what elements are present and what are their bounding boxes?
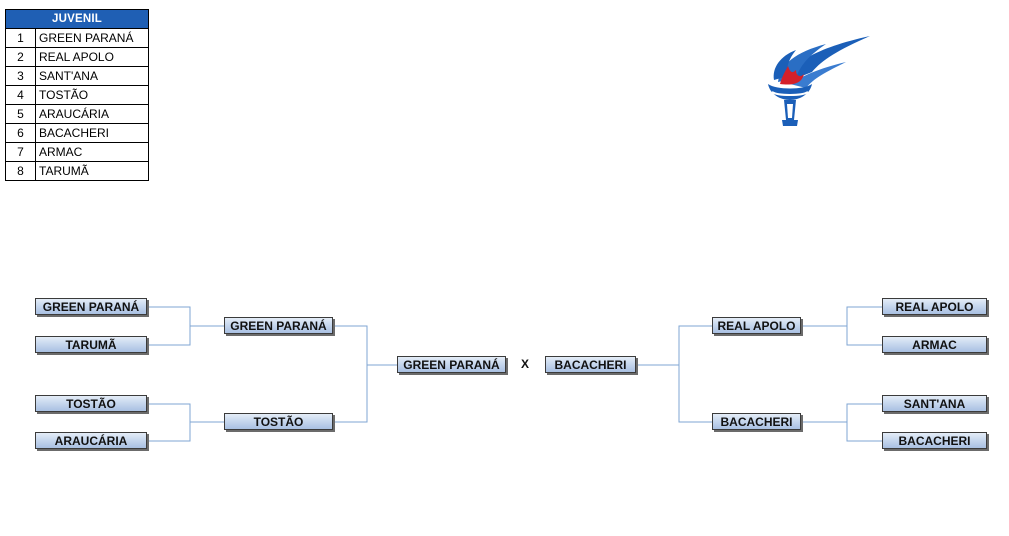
- ranking-team: ARAUCÁRIA: [35, 104, 149, 124]
- right-round2-team-2: BACACHERI: [712, 413, 801, 430]
- left-round2-team-1: GREEN PARANÁ: [224, 317, 333, 334]
- right-round1-team-2: ARMAC: [882, 336, 987, 353]
- right-round2-team-1: REAL APOLO: [712, 317, 801, 334]
- right-round1-team-3: SANT'ANA: [882, 395, 987, 412]
- torch-flame-icon: [768, 36, 870, 126]
- left-round1-team-4: ARAUCÁRIA: [35, 432, 147, 449]
- left-round1-team-2: TARUMÃ: [35, 336, 147, 353]
- ranking-team: TARUMÃ: [35, 161, 149, 181]
- left-round2-team-2: TOSTÃO: [224, 413, 333, 430]
- left-round1-team-1: GREEN PARANÁ: [35, 298, 147, 315]
- versus-label: X: [520, 357, 529, 371]
- ranking-table: JUVENIL 1 GREEN PARANÁ 2 REAL APOLO 3 SA…: [5, 9, 149, 181]
- right-round1-team-4: BACACHERI: [882, 432, 987, 449]
- final-team-left: GREEN PARANÁ: [397, 356, 506, 373]
- ranking-row: 1 GREEN PARANÁ: [5, 28, 149, 48]
- right-round1-team-1: REAL APOLO: [882, 298, 987, 315]
- ranking-team: GREEN PARANÁ: [35, 28, 149, 48]
- ranking-title: JUVENIL: [5, 9, 149, 29]
- left-round1-team-3: TOSTÃO: [35, 395, 147, 412]
- ranking-row: 7 ARMAC: [5, 142, 149, 162]
- ranking-team: TOSTÃO: [35, 85, 149, 105]
- ranking-row: 5 ARAUCÁRIA: [5, 104, 149, 124]
- ranking-header-row: JUVENIL: [5, 9, 149, 29]
- final-team-right: BACACHERI: [545, 356, 636, 373]
- ranking-row: 3 SANT'ANA: [5, 66, 149, 86]
- ranking-team: REAL APOLO: [35, 47, 149, 67]
- ranking-row: 2 REAL APOLO: [5, 47, 149, 67]
- ranking-row: 4 TOSTÃO: [5, 85, 149, 105]
- ranking-row: 8 TARUMÃ: [5, 161, 149, 181]
